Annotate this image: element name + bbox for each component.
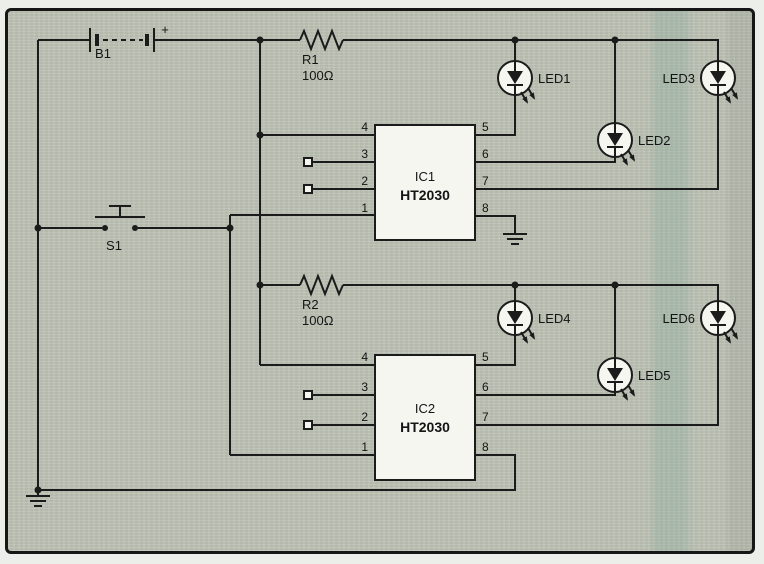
led4-symbol: LED4	[497, 300, 571, 346]
svg-text:4: 4	[361, 350, 368, 364]
svg-text:8: 8	[482, 201, 489, 215]
led5-label: LED5	[638, 368, 671, 383]
led5-symbol: LED5	[597, 357, 671, 403]
schematic-board	[5, 8, 755, 554]
svg-text:8: 8	[482, 440, 489, 454]
ic1-pin2-terminal	[303, 184, 313, 194]
svg-text:3: 3	[361, 380, 368, 394]
svg-text:6: 6	[482, 147, 489, 161]
ic1-part-number: HT2030	[400, 187, 450, 203]
svg-text:2: 2	[361, 410, 368, 424]
led1-label: LED1	[538, 71, 571, 86]
ic1-label: IC1	[415, 169, 435, 184]
ic2-symbol: IC2 HT2030 4 3 2 1 5 6 7 8	[303, 350, 489, 481]
svg-text:6: 6	[482, 380, 489, 394]
svg-text:1: 1	[361, 440, 368, 454]
resistor-r2-symbol: R2 100Ω	[299, 275, 344, 328]
ic2-pin-numbers: 4 3 2 1 5 6 7 8	[361, 350, 489, 454]
led6-symbol: LED6	[662, 300, 742, 346]
ground-symbol-ic1	[502, 227, 528, 245]
battery-symbol: B1 +	[89, 22, 169, 61]
ic1-symbol: IC1 HT2030 4 3 2 1 5 6 7 8	[303, 120, 489, 241]
svg-text:1: 1	[361, 201, 368, 215]
svg-text:5: 5	[482, 120, 489, 134]
led3-label: LED3	[662, 71, 695, 86]
junction-dots	[34, 36, 619, 494]
battery-polarity-mark: +	[161, 22, 169, 37]
switch-label: S1	[106, 238, 122, 253]
resistor-r1-symbol: R1 100Ω	[299, 30, 344, 83]
led1-symbol: LED1	[497, 60, 571, 106]
ic1-pin-numbers: 4 3 2 1 5 6 7 8	[361, 120, 489, 215]
svg-text:4: 4	[361, 120, 368, 134]
battery-label: B1	[95, 46, 111, 61]
led4-label: LED4	[538, 311, 571, 326]
led2-label: LED2	[638, 133, 671, 148]
led3-symbol: LED3	[662, 60, 742, 106]
resistor-r1-value: 100Ω	[302, 68, 334, 83]
ic2-part-number: HT2030	[400, 419, 450, 435]
svg-text:7: 7	[482, 174, 489, 188]
resistor-r2-value: 100Ω	[302, 313, 334, 328]
resistor-r1-label: R1	[302, 52, 319, 67]
svg-text:5: 5	[482, 350, 489, 364]
wires	[37, 39, 719, 491]
svg-text:2: 2	[361, 174, 368, 188]
ground-symbol-bottom-left	[25, 489, 51, 507]
ic2-label: IC2	[415, 401, 435, 416]
pushbutton-switch-symbol: S1	[95, 205, 145, 253]
resistor-r2-label: R2	[302, 297, 319, 312]
ic1-pin3-terminal	[303, 157, 313, 167]
svg-text:3: 3	[361, 147, 368, 161]
svg-text:7: 7	[482, 410, 489, 424]
led2-symbol: LED2	[597, 122, 671, 168]
ic2-pin3-terminal	[303, 390, 313, 400]
led6-label: LED6	[662, 311, 695, 326]
ic2-pin2-terminal	[303, 420, 313, 430]
